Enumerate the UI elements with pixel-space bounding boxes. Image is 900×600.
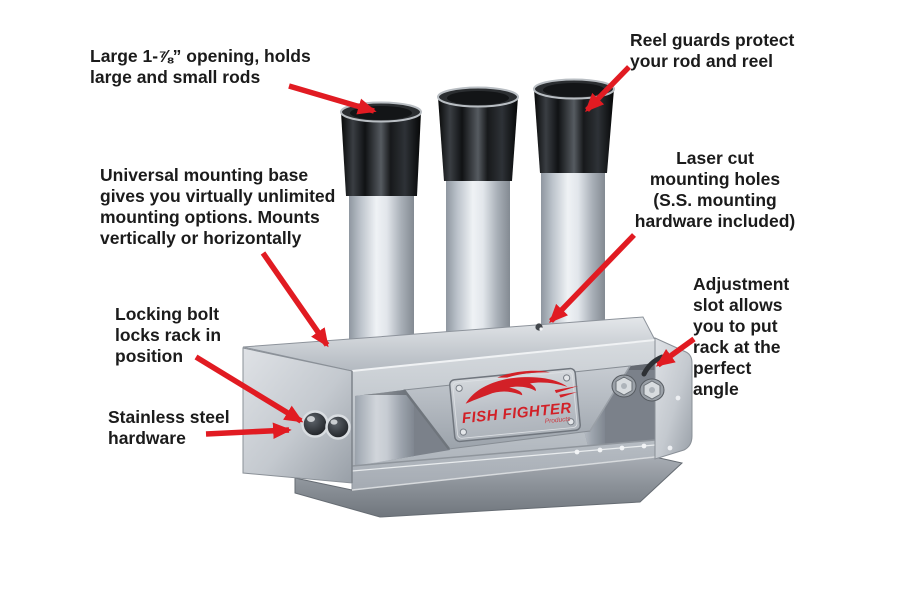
callout-line: your rod and reel xyxy=(630,51,773,71)
arrow-mounting-base xyxy=(260,251,330,348)
plate-screw xyxy=(563,374,571,382)
callout-mounting-base: Universal mounting base gives you virtua… xyxy=(100,165,335,249)
logo-plate: FISH FIGHTER Products xyxy=(449,367,581,443)
reel-guard-2 xyxy=(438,97,518,181)
end-plate-hole xyxy=(667,445,673,451)
base-bottom-rail xyxy=(351,439,656,472)
end-plate-hole xyxy=(675,395,681,401)
callout-line: Laser cut xyxy=(676,148,754,168)
callout-line: angle xyxy=(693,379,739,399)
arrow-adjustment-slot xyxy=(655,336,696,368)
callout-line: mounting options. Mounts xyxy=(100,207,320,227)
rail-hole xyxy=(641,443,647,449)
callout-line: (S.S. mounting xyxy=(653,190,777,210)
callout-line: slot allows xyxy=(693,295,783,315)
callout-line: perfect xyxy=(693,358,752,378)
callout-line: position xyxy=(115,346,184,366)
arrow-opening xyxy=(288,83,377,115)
callout-opening: Large 1-⅞” opening, holds large and smal… xyxy=(90,46,311,88)
reel-guard-3 xyxy=(534,89,614,173)
hardware-bolt xyxy=(325,414,351,440)
rail-hole xyxy=(619,445,625,451)
arrow-hardware xyxy=(205,422,292,440)
adjustment-hex-bolt-2 xyxy=(639,378,665,402)
mounting-base: FISH FIGHTER Products xyxy=(242,316,693,518)
plate-screw xyxy=(567,418,575,426)
callout-line: Locking bolt xyxy=(115,304,220,324)
callout-line: gives you virtually unlimited xyxy=(100,186,336,206)
callout-line: large and small rods xyxy=(90,67,261,87)
fish-logo-swoosh xyxy=(465,370,579,404)
callout-line: Reel guards protect xyxy=(630,30,795,50)
callout-stainless: Stainless steel hardware xyxy=(108,407,230,449)
callout-line: hardware included) xyxy=(634,211,796,231)
rod-opening-2 xyxy=(447,91,509,105)
plate-screw xyxy=(459,428,467,436)
callout-line: locks rack in xyxy=(115,325,222,345)
reel-guard-1 xyxy=(341,112,421,196)
plate-screw xyxy=(455,384,463,392)
callout-line: hardware xyxy=(108,428,186,448)
callout-line: rack at the xyxy=(693,337,781,357)
callout-line: Stainless steel xyxy=(108,407,230,427)
callout-line: vertically or horizontally xyxy=(100,228,302,248)
callout-locking-bolt: Locking bolt locks rack in position xyxy=(115,304,221,367)
callout-line: you to put xyxy=(693,316,778,336)
arrow-laser-holes xyxy=(549,233,636,323)
callout-adjustment-slot: Adjustment slot allows you to put rack a… xyxy=(693,274,789,400)
callout-reel-guards: Reel guards protect your rod and reel xyxy=(630,30,794,72)
rail-hole xyxy=(597,447,603,453)
callout-line: Large 1-⅞” opening, holds xyxy=(90,46,311,66)
arrow-reel-guards xyxy=(585,65,631,112)
rod-opening-3 xyxy=(543,83,605,97)
adjustment-hex-bolt-1 xyxy=(611,374,637,398)
rail-hole xyxy=(574,449,580,455)
callout-line: Universal mounting base xyxy=(100,165,309,185)
callout-line: Adjustment xyxy=(693,274,790,294)
callout-laser-holes: Laser cut mounting holes (S.S. mounting … xyxy=(626,148,804,232)
brand-subtext: Products xyxy=(545,416,572,425)
callout-arrows xyxy=(194,65,696,440)
locking-bolt xyxy=(301,410,329,438)
arrow-locking-bolt xyxy=(194,354,304,424)
callout-line: mounting holes xyxy=(649,169,781,189)
right-end-plate xyxy=(654,337,693,460)
